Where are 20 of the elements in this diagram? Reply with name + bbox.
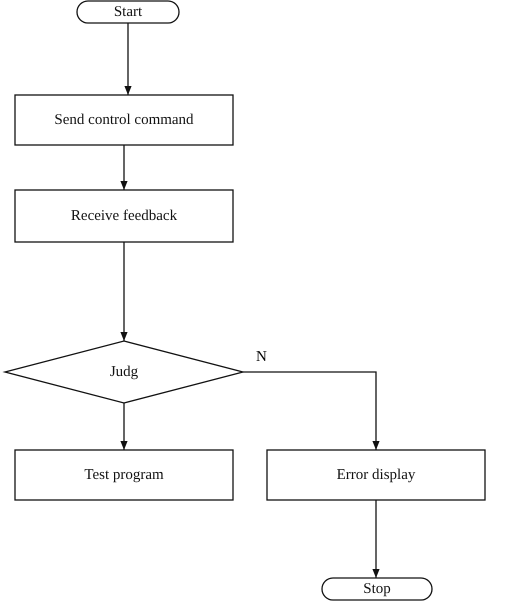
arrow xyxy=(243,371,380,450)
process-box xyxy=(15,95,233,145)
process-box xyxy=(15,190,233,242)
terminal-shape xyxy=(322,578,432,600)
arrow xyxy=(120,242,128,341)
node-label: Stop xyxy=(363,580,391,598)
arrow xyxy=(372,500,380,578)
terminal-shape xyxy=(77,1,179,23)
node-label: Receive feedback xyxy=(70,208,178,224)
node-label: Error display xyxy=(336,466,416,484)
node-label: Test program xyxy=(84,466,164,484)
process-box xyxy=(267,450,485,500)
node-label: Start xyxy=(114,4,142,20)
node-label: Send control command xyxy=(54,112,194,128)
arrow xyxy=(124,23,132,95)
arrow xyxy=(120,403,128,450)
decision-diamond xyxy=(5,341,243,403)
node-label: Judg xyxy=(110,364,138,380)
arrow xyxy=(120,145,128,190)
process-box xyxy=(15,450,233,500)
